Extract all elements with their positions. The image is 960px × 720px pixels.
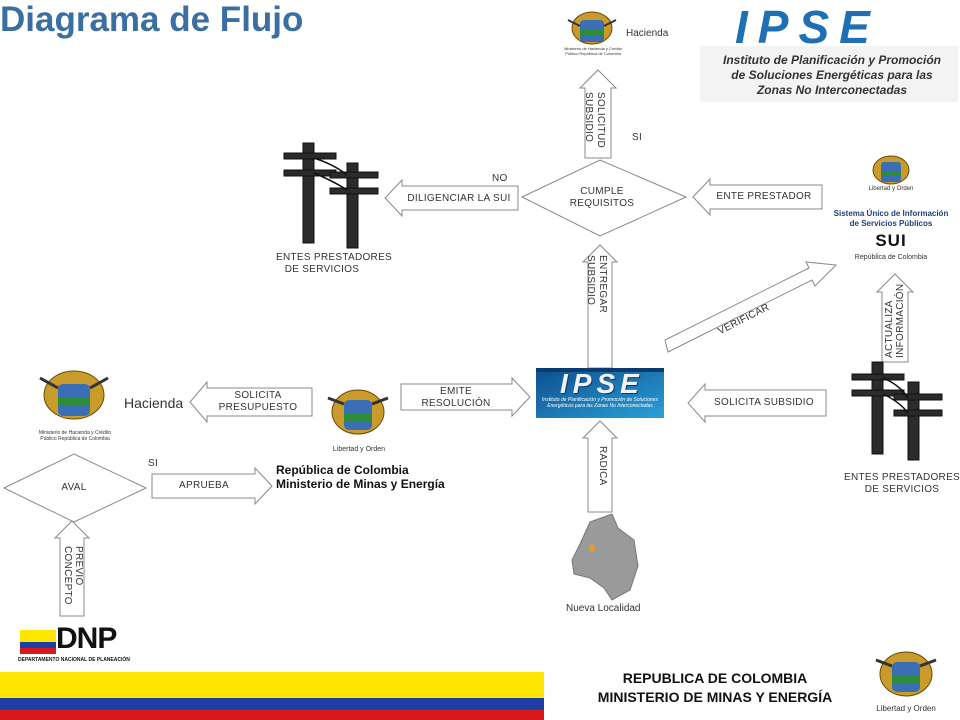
label-solicitud-subsidio: SOLICITUD SUBSIDIO	[583, 92, 606, 149]
label-concepto: CONCEPTO	[62, 546, 73, 605]
label-actualiza-2: INFORMACIÓN	[895, 283, 906, 358]
nueva-localidad-label: Nueva Localidad	[566, 603, 641, 614]
label-previo: PREVIO	[73, 546, 84, 586]
dnp-subtitle: DEPARTAMENTO NACIONAL DE PLANEACIÓN	[18, 657, 130, 663]
arrow-ente-prestador	[692, 177, 823, 217]
coat-of-arms-hacienda-left	[39, 370, 109, 420]
dnp-flag-icon	[20, 630, 56, 654]
ipse-logo-line2: de Soluciones Energéticas para las	[731, 68, 933, 82]
arrow-solicita-presupuesto	[189, 380, 313, 424]
arrow-radica	[581, 420, 619, 513]
arrow-solicita-subsidio	[687, 382, 827, 424]
arrow-actualiza	[875, 273, 915, 363]
label-solicita-subsidio: SOLICITA SUBSIDIO	[714, 397, 814, 408]
hacienda-left-label: Hacienda	[124, 395, 184, 411]
footer-flag-stripes	[0, 672, 544, 720]
footer-line2: MINISTERIO DE MINAS Y ENERGÍA	[597, 689, 833, 705]
ipse-logo-text: IPSE	[735, 1, 880, 53]
label-radica: RADICA	[597, 446, 608, 486]
footer-seal-text: Libertad y Orden	[876, 704, 936, 713]
sui-line2: de Servicios Públicos	[849, 219, 933, 228]
label-si-left: SI	[148, 458, 159, 469]
label-no: NO	[492, 173, 508, 184]
arrow-solicitud-subsidio	[578, 69, 618, 159]
hacienda-top-seal-text: Ministerio de Hacienda y Crédito Público…	[564, 46, 622, 56]
label-ente-prestador: ENTE PRESTADOR	[716, 191, 812, 202]
utility-poles-right	[851, 361, 943, 461]
minminas-line2: Ministerio de Minas y Energía	[276, 477, 445, 491]
footer-line1: REPUBLICA DE COLOMBIA	[622, 670, 808, 686]
label-diligenciar: DILIGENCIAR LA SUI	[407, 193, 511, 204]
minminas-line1: República de Colombia	[276, 463, 409, 477]
label-aval: AVAL	[61, 482, 87, 493]
label-entregar-subsidio: ENTREGAR SUBSIDIO	[585, 255, 608, 313]
sui-line3: República de Colombia	[854, 254, 928, 261]
coat-of-arms-sui	[872, 155, 910, 185]
label-resolucion: RESOLUCIÓN	[421, 398, 491, 409]
ipse-center-text: IPSE	[560, 368, 644, 399]
entes-top-line1: ENTES PRESTADORES	[275, 252, 393, 263]
ipse-logo-line3: Zonas No Interconectadas	[756, 83, 908, 97]
diamond-aval	[2, 453, 148, 523]
label-si-top: SI	[632, 132, 643, 143]
coat-of-arms-hacienda-top	[567, 11, 617, 45]
sui-seal-text: Libertad y Orden	[868, 186, 914, 192]
label-solicita-presupuesto-2: PRESUPUESTO	[218, 402, 298, 413]
label-solicita-presupuesto-1: SOLICITA	[234, 390, 282, 401]
utility-poles-top	[283, 142, 379, 249]
hacienda-top-label: Hacienda	[626, 28, 669, 39]
entes-right-line1: ENTES PRESTADORES	[843, 472, 960, 483]
entes-top-line2: DE SERVICIOS	[284, 264, 360, 275]
diamond-cumple-requisitos	[520, 159, 688, 237]
label-cumple: CUMPLE	[580, 186, 624, 197]
ipse-center-small: Instituto de Planificación y Promoción d…	[542, 397, 658, 409]
arrow-diligenciar	[384, 178, 519, 218]
ipse-logo-line1: Instituto de Planificación y Promoción	[722, 53, 942, 67]
ipse-logo-center	[536, 368, 664, 418]
arrow-aprueba	[151, 466, 273, 506]
minminas-seal-text: Libertad y Orden	[332, 446, 386, 453]
dnp-text: DNP	[56, 622, 117, 655]
colombia-map-icon	[571, 513, 639, 601]
entes-right-line2: DE SERVICIOS	[864, 484, 940, 495]
arrow-verificar	[664, 261, 838, 353]
page-title: Diagrama de Flujo	[0, 0, 304, 39]
arrow-previo-concepto	[53, 520, 91, 617]
arrow-entregar-subsidio	[581, 244, 619, 369]
ipse-logo-top	[700, 46, 958, 102]
arrow-emite-resolucion	[400, 376, 531, 418]
sui-brand: SUI	[875, 231, 907, 250]
coat-of-arms-footer	[875, 651, 937, 697]
label-emite: EMITE	[439, 386, 473, 397]
coat-of-arms-minminas	[327, 389, 389, 435]
label-aprueba: APRUEBA	[179, 480, 229, 491]
label-requisitos: REQUISITOS	[569, 198, 635, 209]
sui-line1: Sistema Único de Información	[833, 209, 949, 218]
hacienda-left-seal-text: Ministerio de Hacienda y Crédito Público…	[38, 430, 112, 442]
